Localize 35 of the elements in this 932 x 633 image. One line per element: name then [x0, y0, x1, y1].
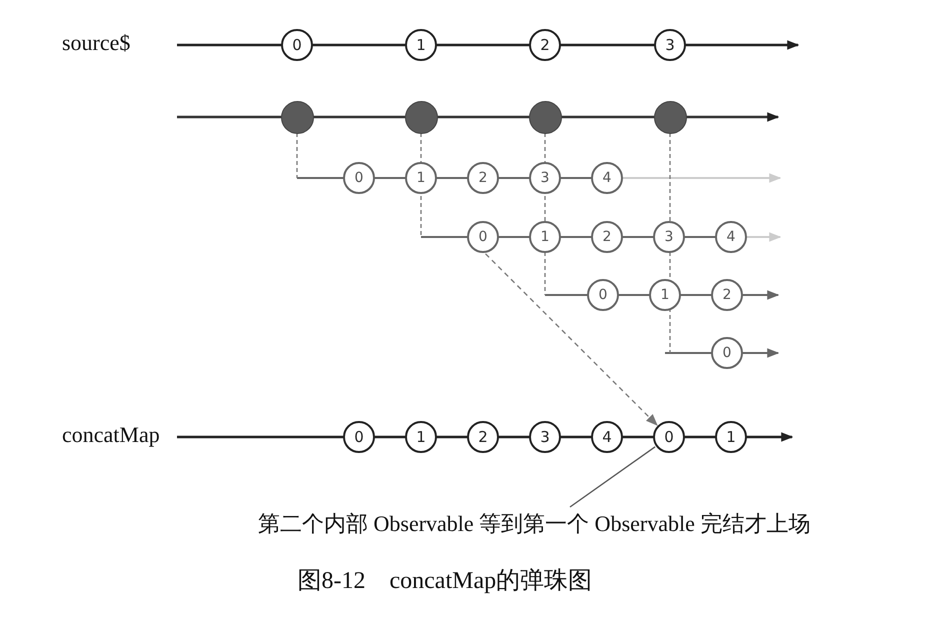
- filled-marble: [404, 100, 438, 134]
- marble: 3: [529, 162, 561, 194]
- marble: 3: [529, 421, 561, 453]
- arrow: [485, 253, 658, 426]
- figure-caption: 图8-12 concatMap的弹珠图: [298, 567, 592, 596]
- marble: 2: [591, 221, 623, 253]
- marble: 0: [587, 279, 619, 311]
- stream-label: concatMap: [62, 422, 160, 448]
- marble: 1: [405, 162, 437, 194]
- marble: 2: [529, 29, 561, 61]
- filled-marble: [528, 100, 562, 134]
- marble: 0: [467, 221, 499, 253]
- marble: 1: [529, 221, 561, 253]
- marble: 2: [467, 421, 499, 453]
- marble: 4: [591, 162, 623, 194]
- marble: 0: [653, 421, 685, 453]
- marble: 0: [711, 337, 743, 369]
- marble: 0: [343, 421, 375, 453]
- marble: 0: [343, 162, 375, 194]
- marble: 3: [653, 221, 685, 253]
- marble: 1: [405, 29, 437, 61]
- marble: 1: [649, 279, 681, 311]
- filled-marble: [280, 100, 314, 134]
- marble: 2: [467, 162, 499, 194]
- marble: 1: [405, 421, 437, 453]
- marble: 4: [591, 421, 623, 453]
- marble: 3: [654, 29, 686, 61]
- marble: 1: [715, 421, 747, 453]
- leader-line: [570, 446, 656, 508]
- stream-label: source$: [62, 30, 130, 56]
- marble: 0: [281, 29, 313, 61]
- annotation-text: 第二个内部 Observable 等到第一个 Observable 完结才上场: [258, 509, 810, 539]
- filled-marble: [654, 100, 686, 134]
- marble: 4: [715, 221, 747, 253]
- marble: 2: [711, 279, 743, 311]
